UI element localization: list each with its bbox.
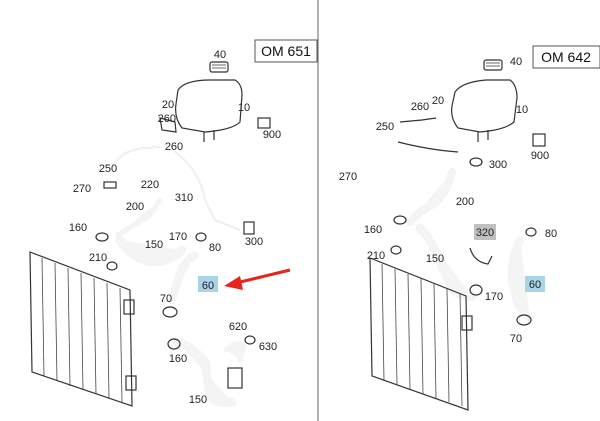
left-panel-drawing (29, 61, 271, 408)
label-left-160b: 160 (169, 353, 187, 365)
label-left-200: 200 (126, 201, 144, 213)
label-right-10: 10 (516, 104, 528, 116)
label-left-210: 210 (89, 252, 107, 264)
label-left-60: 60 (202, 280, 214, 292)
highlight-box-320 (474, 224, 496, 240)
label-right-250: 250 (376, 121, 394, 133)
label-left-150a: 150 (145, 239, 163, 251)
cap-right (483, 59, 503, 71)
label-left-170: 170 (169, 231, 187, 243)
cap-left (209, 61, 229, 73)
label-left-260a: 260 (158, 113, 176, 125)
engine-label-left: OM 651 (261, 43, 311, 59)
radiator-left (29, 251, 137, 407)
highlight-box-left (198, 276, 218, 292)
label-right-260: 260 (411, 101, 429, 113)
expansion-tank-left (175, 79, 243, 133)
label-right-40: 40 (510, 56, 522, 68)
label-right-300: 300 (489, 159, 507, 171)
label-right-320: 320 (476, 227, 494, 239)
label-right-160: 160 (364, 224, 382, 236)
label-right-20: 20 (432, 95, 444, 107)
label-left-630: 630 (259, 341, 277, 353)
label-left-150b: 150 (189, 394, 207, 406)
label-right-210: 210 (367, 250, 385, 262)
highlight-box-right (525, 276, 545, 292)
label-left-20: 20 (162, 99, 174, 111)
label-right-200: 200 (456, 196, 474, 208)
label-left-620: 620 (229, 321, 247, 333)
label-left-260b: 260 (165, 141, 183, 153)
label-right-150: 150 (426, 253, 444, 265)
expansion-tank-right (451, 79, 518, 133)
label-left-80: 80 (209, 242, 221, 254)
label-left-10: 10 (238, 102, 250, 114)
label-left-310: 310 (175, 192, 193, 204)
label-left-40: 40 (214, 49, 226, 61)
label-left-160a: 160 (69, 222, 87, 234)
label-right-60: 60 (529, 279, 541, 291)
label-left-70: 70 (160, 293, 172, 305)
label-left-900: 900 (263, 129, 281, 141)
engine-label-right: OM 642 (541, 49, 591, 65)
label-right-80: 80 (545, 228, 557, 240)
label-right-900: 900 (531, 150, 549, 162)
arrow-icon (224, 268, 291, 290)
label-right-70: 70 (510, 333, 522, 345)
label-left-220: 220 (141, 179, 159, 191)
engine-box-left: OM 651 (254, 39, 318, 63)
right-panel-drawing (367, 59, 546, 411)
label-left-250: 250 (99, 163, 117, 175)
label-right-270: 270 (339, 171, 357, 183)
label-left-270: 270 (73, 183, 91, 195)
engine-box-right: OM 642 (532, 45, 600, 69)
radiator-right (369, 257, 473, 411)
label-right-170: 170 (485, 291, 503, 303)
label-left-300: 300 (245, 236, 263, 248)
